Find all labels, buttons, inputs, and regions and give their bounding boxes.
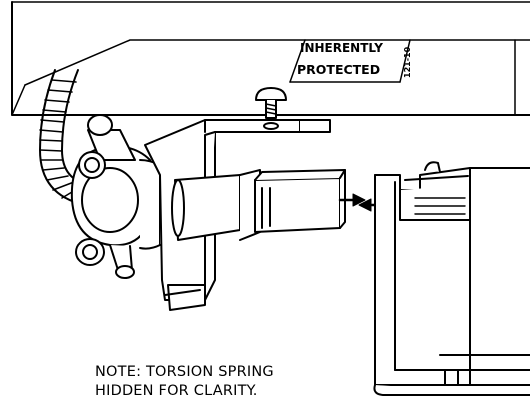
elbow-fitting [70, 114, 176, 279]
corrugated-hose [39, 69, 91, 206]
top-panel [11, 1, 530, 116]
note-line-1: NOTE: TORSION SPRING [95, 364, 274, 380]
protection-label: INHERENTLY PROTECTED 121-10 [297, 41, 412, 78]
label-main-text: PROTECTED [297, 62, 380, 77]
label-side-text: 121-10 [403, 46, 412, 78]
connector [171, 169, 346, 241]
motor-housing [373, 161, 530, 396]
label-top-text: INHERENTLY [300, 41, 383, 55]
note-line-2: HIDDEN FOR CLARITY. [95, 383, 258, 399]
clarity-note: NOTE: TORSION SPRING HIDDEN FOR CLARITY. [95, 363, 274, 401]
screw-icon [255, 87, 287, 129]
